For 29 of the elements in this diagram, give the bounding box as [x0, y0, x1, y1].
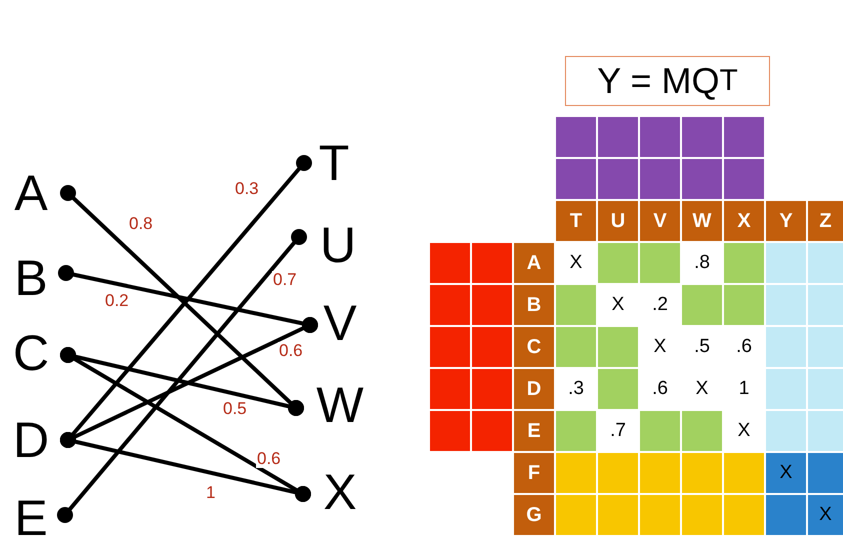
row-header: A: [514, 243, 554, 283]
vertex-label: E: [8, 490, 54, 546]
vertex-label: B: [8, 250, 54, 306]
column-header: Z: [808, 201, 843, 241]
vertex-label: C: [8, 325, 54, 381]
column-header: T: [556, 201, 596, 241]
row-header: F: [514, 453, 554, 493]
row-header: E: [514, 411, 554, 451]
row-header: B: [514, 285, 554, 325]
edge-label: 0.6: [256, 450, 282, 468]
column-header: X: [724, 201, 764, 241]
edge-line: [60, 432, 311, 502]
row-header: C: [514, 327, 554, 367]
vertex-label: A: [8, 165, 54, 221]
vertex-label: V: [318, 295, 362, 351]
vertex-label: U: [316, 217, 360, 273]
row-header: G: [514, 495, 554, 535]
edge-line: [57, 229, 307, 523]
vertex-label: D: [8, 412, 54, 468]
column-header: Y: [766, 201, 806, 241]
column-header: V: [640, 201, 680, 241]
matrix-value: X: [766, 453, 806, 493]
vertex-label: X: [318, 464, 362, 520]
vertex-label: T: [314, 135, 354, 191]
column-header: W: [682, 201, 722, 241]
vertex-label: W: [312, 377, 368, 433]
column-header: U: [598, 201, 638, 241]
row-header: D: [514, 369, 554, 409]
matrix-value: X: [808, 495, 843, 535]
